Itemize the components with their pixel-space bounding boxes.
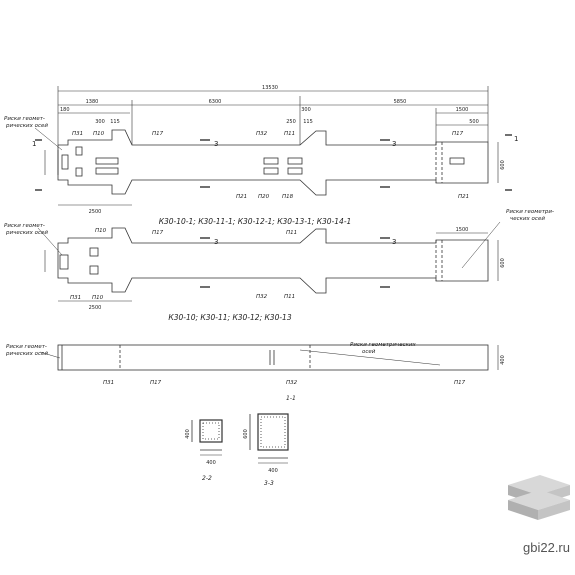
section-3-3 xyxy=(249,413,289,459)
dimension-texts: 13530 6300 5850 1380 1500 500 300 300 18… xyxy=(60,85,506,474)
cut-3-3: 3-3 xyxy=(264,480,274,487)
mark-p10: П10 xyxy=(93,131,105,137)
mark-p18: П18 xyxy=(282,194,294,200)
dim-400: 400 xyxy=(500,355,506,365)
mark-p11: П11 xyxy=(284,131,295,137)
dim-400c: 400 xyxy=(206,460,216,466)
leader-lines xyxy=(34,127,501,366)
dim-600: 600 xyxy=(500,160,506,170)
risk-label-1b: рических осей xyxy=(5,123,48,129)
risk-label-4: Риски геометрических xyxy=(350,342,417,348)
top-column-outline xyxy=(57,129,489,196)
risk-label-4b: осей xyxy=(362,349,376,355)
mark-p32c: П32 xyxy=(286,380,298,386)
dim-1500b: 1500 xyxy=(456,227,469,233)
dim-1380: 1380 xyxy=(86,99,99,105)
cut-1-1: 1-1 xyxy=(286,395,296,402)
dim-600c: 600 xyxy=(243,429,249,439)
dim-6300: 6300 xyxy=(209,99,222,105)
mark-p32: П32 xyxy=(256,131,268,137)
section-2-2 xyxy=(191,419,223,451)
mark-p31b: П31 xyxy=(70,295,81,301)
dim-115: 115 xyxy=(110,119,120,125)
mark-p17b: П17 xyxy=(452,131,464,137)
dim-1500: 1500 xyxy=(456,107,469,113)
risk-label-3: Риски геометри- xyxy=(506,209,554,215)
dim-600b: 600 xyxy=(500,258,506,268)
cut-markers xyxy=(35,134,512,288)
mark-p17: П17 xyxy=(152,131,164,137)
risk-label-2: Риски геомет- xyxy=(4,223,45,229)
mark-p10b: П10 xyxy=(95,228,107,234)
risk-label-5b: рических осей xyxy=(5,351,48,357)
mark-p11b: П11 xyxy=(286,230,297,236)
risk-label-5: Риски геомет- xyxy=(6,344,47,350)
mark-p31: П31 xyxy=(72,131,83,137)
mark-p21b: П21 xyxy=(458,194,469,200)
dim-300: 300 xyxy=(95,119,105,125)
logo-icon xyxy=(508,475,570,520)
mark-p17e: П17 xyxy=(454,380,466,386)
sec-3-a: 3 xyxy=(214,140,218,148)
middle-column-outline xyxy=(57,227,489,294)
dim-400d: 400 xyxy=(268,468,278,474)
sec-3-c: 3 xyxy=(214,238,218,246)
plate-marks: П31 П10 П17 П32 П11 П17 П21 П20 П18 П21 … xyxy=(70,131,469,386)
sec-1-left: 1 xyxy=(32,140,36,148)
side-column-outline xyxy=(57,344,489,371)
titles: К30-10-1; К30-11-1; К30-12-1; К30-13-1; … xyxy=(159,217,352,322)
risk-label-1: Риски геомет- xyxy=(4,116,45,122)
title-middle: К30-10; К30-11; К30-12; К30-13 xyxy=(168,313,291,322)
dim-2500b: 2500 xyxy=(89,305,102,311)
sec-1-right: 1 xyxy=(514,135,518,143)
mark-p17c: П17 xyxy=(152,230,164,236)
dimension-lines xyxy=(44,86,499,464)
watermark-text: gbi22.ru xyxy=(523,540,570,555)
dim-300b: 300 xyxy=(301,107,311,113)
sec-3-d: 3 xyxy=(392,238,396,246)
dim-180: 180 xyxy=(60,107,70,113)
risk-label-3b: ческих осей xyxy=(510,216,545,222)
mark-p10c: П10 xyxy=(92,295,104,301)
title-top: К30-10-1; К30-11-1; К30-12-1; К30-13-1; … xyxy=(159,217,352,226)
dim-500: 500 xyxy=(469,119,479,125)
top-embedded-plates xyxy=(61,146,465,177)
mark-p17d: П17 xyxy=(150,380,162,386)
section-labels: 1 1 3 3 3 3 1-1 2-2 3-3 xyxy=(32,135,518,487)
mark-p31c: П31 xyxy=(103,380,114,386)
dim-250: 250 xyxy=(286,119,296,125)
dim-400b: 400 xyxy=(185,429,191,439)
dim-2500: 2500 xyxy=(89,209,102,215)
sec-3-b: 3 xyxy=(392,140,396,148)
mark-p21: П21 xyxy=(236,194,247,200)
dim-115b: 115 xyxy=(303,119,313,125)
mark-p32b: П32 xyxy=(256,294,268,300)
dim-total: 13530 xyxy=(262,85,278,91)
mark-p11c: П11 xyxy=(284,294,295,300)
dim-5850: 5850 xyxy=(394,99,407,105)
mark-p20: П20 xyxy=(258,194,270,200)
cut-2-2: 2-2 xyxy=(202,475,212,482)
risk-label-2b: рических осей xyxy=(5,230,48,236)
annotation-labels: Риски геомет- рических осей Риски геомет… xyxy=(4,116,554,357)
